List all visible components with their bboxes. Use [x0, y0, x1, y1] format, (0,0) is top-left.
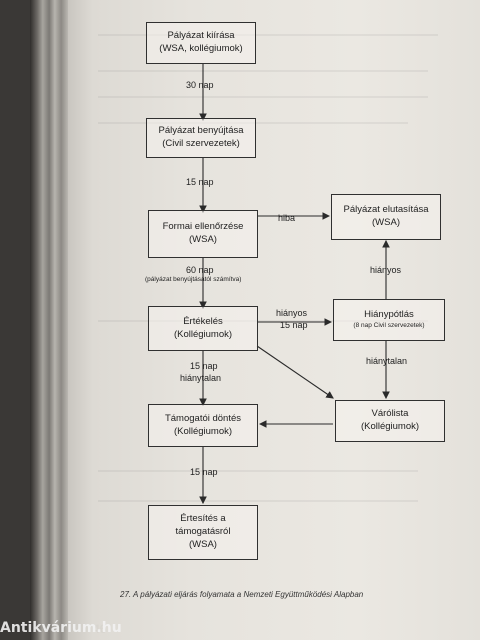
- box-palyazat-benyujtasa: Pályázat benyújtása(Civil szervezetek): [146, 118, 256, 158]
- box-tamogatoi-dontes: Támogatói döntés(Kollégiumok): [148, 404, 258, 447]
- box-ertekeles: Értékelés(Kollégiumok): [148, 306, 258, 351]
- watermark: Antikvárium.hu: [0, 620, 122, 636]
- label-60-nap: 60 nap: [186, 265, 214, 275]
- arrow-ertekeles-varolista: [256, 345, 334, 399]
- box-palyazat-kiirasa: Pályázat kiírása(WSA, kollégiumok): [146, 22, 256, 64]
- label-hianytalan-left: hiánytalan: [180, 373, 222, 383]
- label-hianyos-right: hiányos: [276, 308, 308, 318]
- page-number: 46: [93, 622, 107, 636]
- box-formai-ellenorzese: Formai ellenőrzése(WSA): [148, 210, 258, 258]
- label-15-nap-3: 15 nap: [190, 467, 218, 477]
- label-30-nap: 30 nap: [186, 80, 214, 90]
- label-60-nap-note: (pályázat benyújtásától számítva): [145, 276, 242, 283]
- label-15-nap-2: 15 nap: [190, 361, 218, 371]
- box-varolista: Várólista(Kollégiumok): [335, 400, 445, 442]
- figure-caption: 27. A pályázati eljárás folyamata a Nemz…: [120, 590, 364, 599]
- box-palyazat-elutasitasa: Pályázat elutasítása(WSA): [331, 194, 441, 240]
- label-hiba: hiba: [278, 213, 296, 223]
- label-15-nap-1: 15 nap: [186, 177, 214, 187]
- label-hianytalan-right: hiánytalan: [366, 356, 408, 366]
- book-gutter: [30, 0, 70, 640]
- label-hianyos-up: hiányos: [370, 265, 402, 275]
- box-hianypotlas: Hiánypótlás(8 nap Civil szervezetek): [333, 299, 445, 341]
- label-15-nap-right: 15 nap: [280, 320, 308, 330]
